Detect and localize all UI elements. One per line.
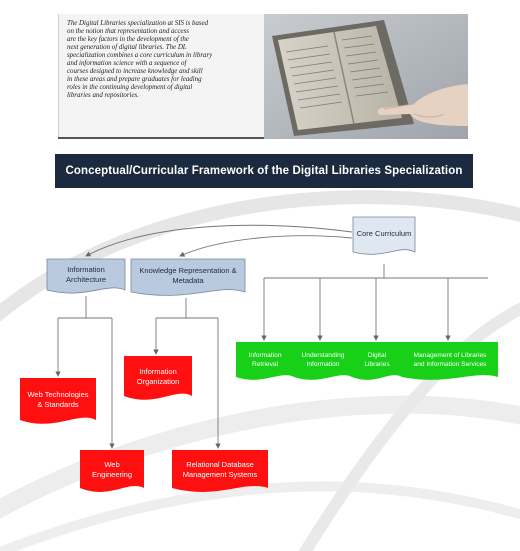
intro-line: and information science with a sequence …: [67, 60, 187, 68]
document-shape: [130, 258, 246, 296]
digital-libraries-label: Digital: [367, 352, 387, 359]
intro-line: roles in the continuing development of d…: [67, 84, 193, 92]
web-engineering-label: Engineering: [91, 470, 133, 479]
information-retrieval-label: Retrieval: [251, 361, 279, 368]
intro-panel: The Digital Libraries specialization at …: [58, 14, 265, 138]
intro-line: next generation of digital libraries. Th…: [67, 44, 187, 52]
web-technologies-node: Web Technologies & Standards: [20, 378, 96, 428]
knowledge-representation-label: Metadata: [172, 276, 204, 285]
intro-line: are the key factors in the development o…: [67, 36, 189, 44]
document-shape: [402, 342, 498, 380]
intro-line: in these areas and prepare graduates for…: [67, 76, 202, 84]
intro-line: specialization combines a core curriculu…: [67, 52, 213, 60]
knowledge-representation-label: Knowledge Representation &: [139, 266, 237, 275]
document-shape: [352, 342, 402, 380]
information-organization-label: Information: [139, 367, 177, 376]
relational-database-label: Management Systems: [182, 470, 258, 479]
understanding-information-label: Understanding: [301, 352, 345, 359]
intro-line: on the notion that representation and ac…: [67, 28, 189, 36]
manuscript-photo: [264, 14, 468, 139]
information-architecture-node: Information Architecture: [46, 258, 126, 296]
relational-database-node: Relational Database Management Systems: [172, 450, 268, 496]
framework-title-banner: Conceptual/Curricular Framework of the D…: [55, 154, 473, 188]
intro-line: The Digital Libraries specialization at …: [67, 20, 209, 27]
web-engineering-node: Web Engineering: [80, 450, 144, 496]
intro-underline: [58, 137, 264, 139]
digital-libraries-node: Digital Libraries: [352, 342, 402, 384]
management-of-libraries-label: Management of Libraries: [413, 352, 487, 359]
information-organization-label: Organization: [136, 377, 180, 386]
information-retrieval-node: Information Retrieval: [236, 342, 294, 384]
document-shape: [172, 450, 268, 492]
information-architecture-label: Architecture: [65, 275, 107, 284]
document-shape: [46, 258, 126, 294]
document-shape: [236, 342, 294, 380]
management-of-libraries-label: and Information Services: [413, 361, 487, 368]
document-shape: [80, 450, 144, 492]
intro-line: libraries and repositories.: [67, 92, 139, 100]
web-technologies-label: Web Technologies: [27, 390, 89, 399]
relational-database-label: Relational Database: [186, 460, 254, 469]
understanding-information-label: Information: [306, 361, 340, 368]
document-shape: [352, 216, 416, 255]
information-retrieval-label: Information: [248, 352, 282, 359]
core-curriculum-label: Core Curriculum: [356, 228, 412, 238]
knowledge-representation-node: Knowledge Representation & Metadata: [130, 258, 246, 298]
document-shape: [124, 356, 192, 400]
information-architecture-label: Information: [67, 265, 105, 274]
core-curriculum-node: Core Curriculum: [352, 216, 416, 258]
document-shape: [20, 378, 96, 424]
understanding-information-node: Understanding Information: [294, 342, 352, 384]
information-organization-node: Information Organization: [124, 356, 192, 404]
management-of-libraries-node: Management of Libraries and Information …: [402, 342, 498, 384]
intro-text: The Digital Libraries specialization at …: [67, 20, 263, 100]
web-engineering-label: Web: [104, 460, 120, 469]
intro-line: courses designed to increase knowledge a…: [67, 68, 203, 76]
web-technologies-label: & Standards: [37, 400, 79, 409]
document-shape: [294, 342, 352, 380]
digital-libraries-label: Libraries: [364, 361, 390, 368]
